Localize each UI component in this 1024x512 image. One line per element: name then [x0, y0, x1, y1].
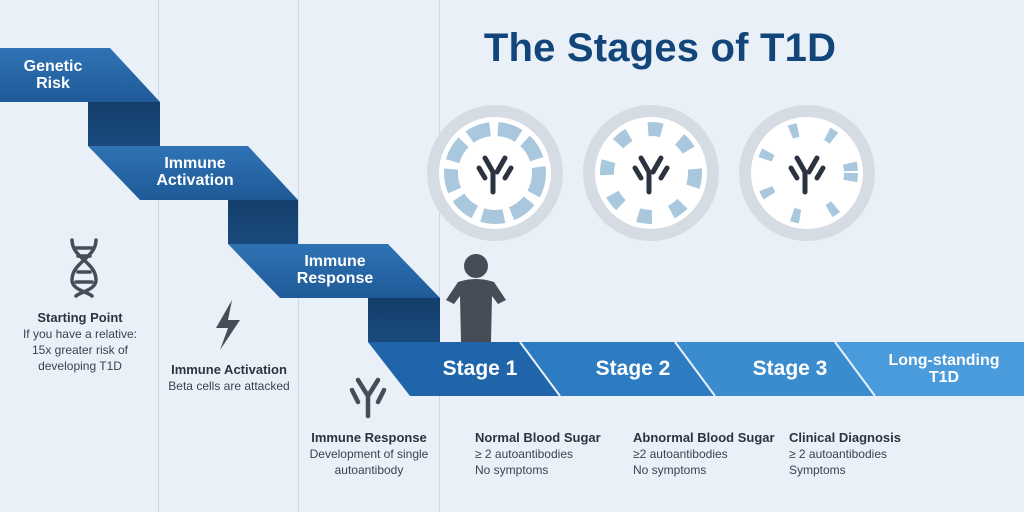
page-title: The Stages of T1D [483, 26, 837, 70]
stage-long-bar [835, 342, 1024, 396]
step-immune-activation [88, 146, 298, 200]
stage-1-bar [368, 342, 560, 396]
stage-3-label: Stage 3 [752, 357, 828, 380]
person-icon [446, 254, 506, 342]
lightning-icon [216, 300, 240, 350]
dna-icon [70, 238, 98, 298]
step-label-immune-activation: Immune Activation [156, 155, 234, 189]
stage-1-description: Normal Blood Sugar ≥ 2 autoantibodies No… [475, 430, 601, 477]
immune-response-description: Immune Response Development of single au… [309, 430, 429, 477]
antibody-icon [349, 377, 387, 419]
antibody-circle-icon [583, 105, 719, 241]
stage-2-label: Stage 2 [595, 357, 671, 380]
step-immune-response [228, 244, 440, 298]
step-riser [368, 298, 440, 342]
stage-3-bar [675, 342, 875, 396]
stage-2-bar [520, 342, 715, 396]
step-riser [228, 200, 298, 244]
column-divider [158, 0, 159, 512]
antibody-circle-icon [427, 105, 563, 241]
column-divider [439, 0, 440, 512]
stage-2-description: Abnormal Blood Sugar ≥2 autoantibodies N… [633, 430, 775, 477]
stage-long-label: Long-standing T1D [888, 352, 1000, 386]
step-riser [88, 102, 160, 146]
step-label-genetic-risk: Genetic Risk [23, 58, 83, 92]
step-genetic-risk [0, 48, 160, 102]
immune-activation-description: Immune Activation Beta cells are attacke… [168, 362, 290, 393]
antibody-circle-icon [739, 105, 875, 241]
starting-point-description: Starting Point If you have a relative: 1… [22, 310, 138, 373]
step-label-immune-response: Immune Response [296, 253, 374, 287]
stage-3-description: Clinical Diagnosis ≥ 2 autoantibodies Sy… [789, 430, 901, 477]
stage-1-label: Stage 1 [442, 357, 518, 380]
